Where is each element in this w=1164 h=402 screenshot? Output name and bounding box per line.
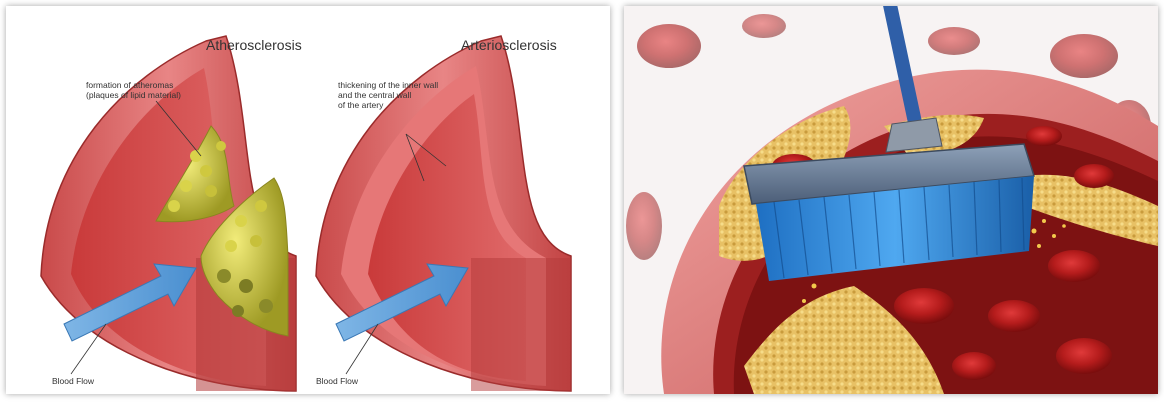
artery-cleaning-illustration xyxy=(624,6,1158,394)
diagram-title: Atherosclerosis xyxy=(206,37,302,53)
annotation-line: of the artery xyxy=(338,100,384,110)
cleaning-scene xyxy=(624,6,1158,394)
flow-label: Blood Flow xyxy=(52,376,95,386)
flow-label: Blood Flow xyxy=(316,376,359,386)
annotation-line: (plaques of lipid material) xyxy=(86,90,181,100)
artery-comparison-panel: Atherosclerosis formation of atheromas (… xyxy=(6,6,610,394)
artery-diagrams: Atherosclerosis formation of atheromas (… xyxy=(6,6,610,394)
annotation-line: thickening of the inner wall xyxy=(338,80,438,90)
annotation-line: formation of atheromas xyxy=(86,80,173,90)
diagram-title: Arteriosclerosis xyxy=(461,37,557,53)
annotation-line: and the central wall xyxy=(338,90,411,100)
